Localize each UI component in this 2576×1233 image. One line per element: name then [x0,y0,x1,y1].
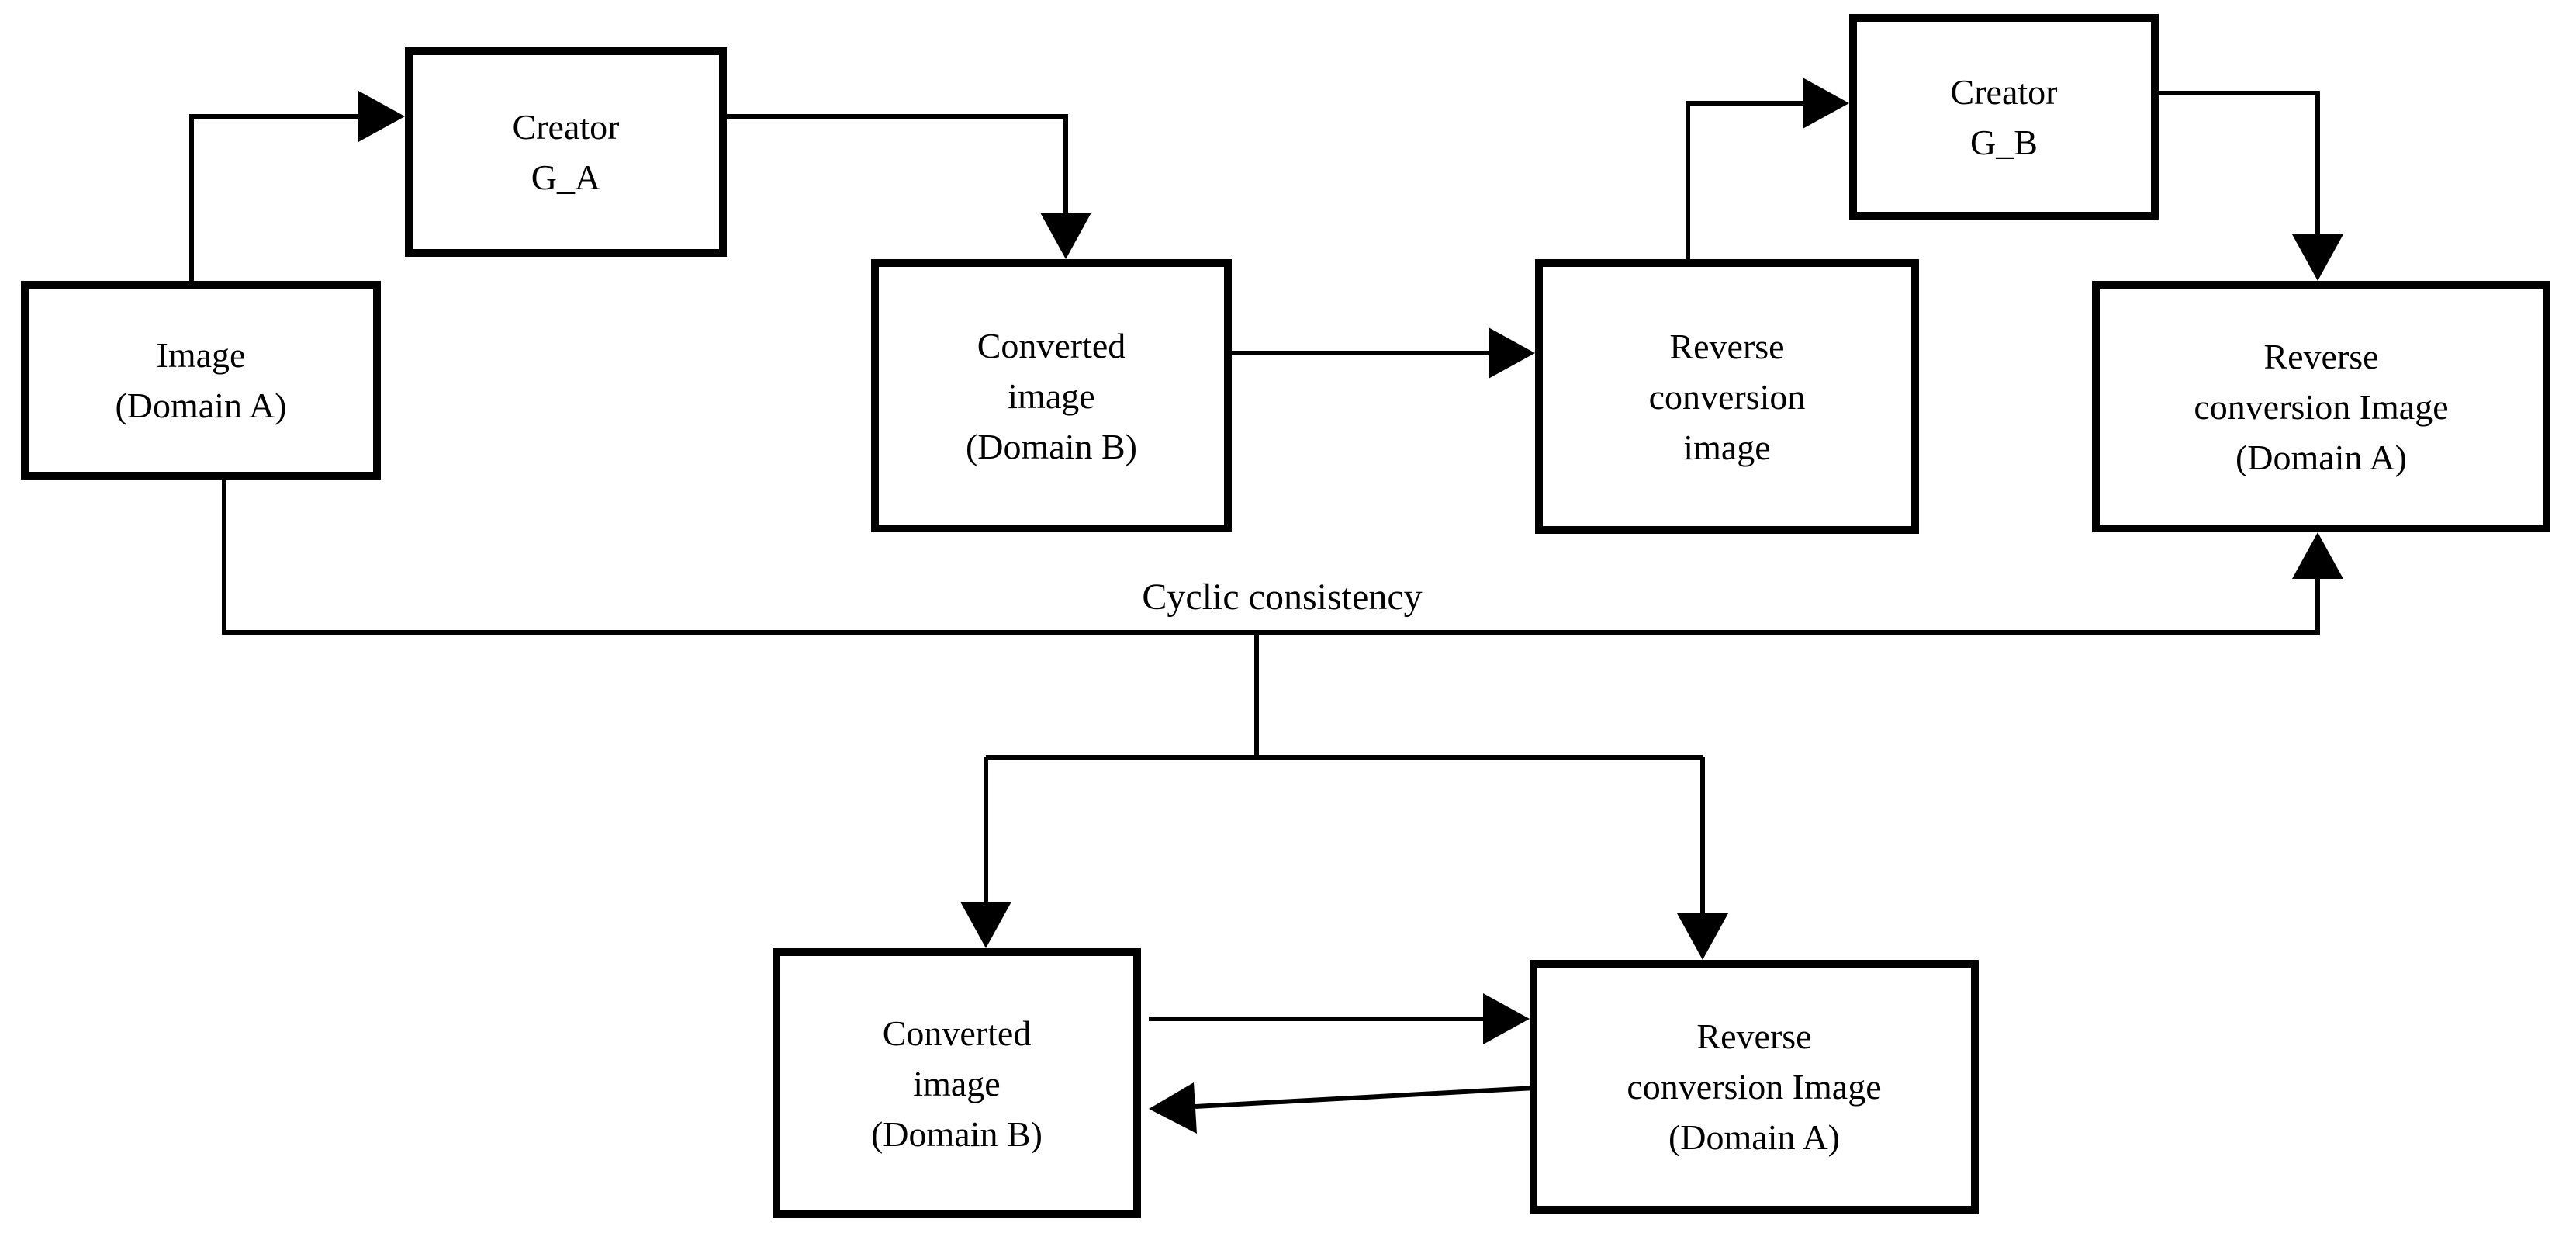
arrow-image-a-to-creator-ga [189,91,405,281]
arrow-bottom-reverse-a-to-converted-b [1149,1082,1536,1134]
node-label-line: G_A [531,158,601,197]
arrow-creator-gb-to-reverse-conv-a [2159,91,2343,281]
node-label-line: image [1683,427,1771,467]
node-label-line: Image [156,335,246,375]
node-converted-image-b-top: Converted image (Domain B) [871,259,1232,532]
line-cyclic-branch-to-bottom-pair [960,630,1728,960]
node-label-line: (Domain B) [870,1114,1043,1154]
node-label-line: Reverse [1669,326,1785,366]
node-label-line: Reverse [1696,1017,1812,1056]
node-label-line: (Domain A) [115,386,287,425]
node-label-line: G_B [1970,122,2038,162]
line-cyclic-consistency-feedback [222,480,2343,635]
arrow-creator-ga-to-converted-b [727,114,1091,259]
node-reverse-conversion-image: Reverse conversion image [1535,259,1919,534]
node-reverse-conversion-image-a-top: Reverse conversion Image (Domain A) [2092,281,2550,532]
node-label-line: (Domain A) [1668,1117,1840,1157]
node-label-line: conversion Image [2194,386,2449,427]
node-label-line: (Domain B) [965,426,1137,466]
node-label-line: image [1008,376,1095,416]
arrow-converted-b-to-reverse-conversion-image [1232,327,1535,379]
cyclic-consistency-label: Cyclic consistency [1142,577,1423,618]
node-creator-ga: Creator G_A [405,47,727,257]
node-label-line: image [913,1063,1001,1103]
node-label-line: Converted [882,1013,1032,1053]
node-label-line: Creator [512,107,620,147]
arrow-reverse-conversion-image-to-creator-gb [1686,78,1849,259]
node-converted-image-b-bottom: Converted image (Domain B) [773,948,1141,1218]
node-label-line: Reverse [2263,336,2379,376]
node-label-line: conversion [1648,376,1806,417]
node-label-line: Converted [977,325,1126,365]
node-label-line: (Domain A) [2235,437,2407,477]
node-image-domain-a: Image (Domain A) [21,281,381,480]
node-reverse-conversion-image-a-bottom: Reverse conversion Image (Domain A) [1530,960,1979,1214]
node-label-line: conversion Image [1627,1067,1882,1107]
arrow-bottom-converted-b-to-reverse-a [1149,993,1530,1044]
node-creator-gb: Creator G_B [1849,14,2159,220]
node-label-line: Creator [1950,71,2058,112]
